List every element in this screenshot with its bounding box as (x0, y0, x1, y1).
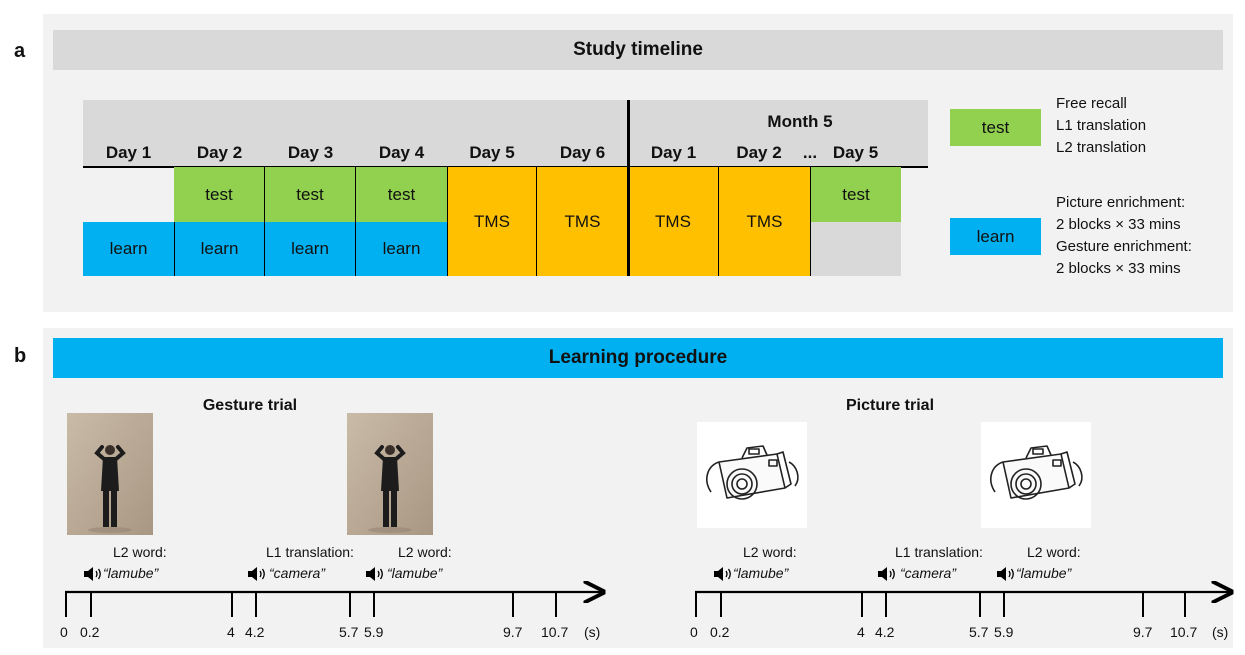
event-label: L2 word: (743, 544, 797, 560)
event-label: L1 translation: (895, 544, 983, 560)
tick-label: 10.7 (541, 624, 569, 640)
empty-cell (810, 222, 901, 276)
panel-a-title: Study timeline (573, 39, 703, 60)
month-divider-line (627, 100, 630, 276)
event-word: “camera” (900, 565, 957, 581)
tick-label: 4 (227, 624, 235, 640)
speaker-icon (996, 566, 1016, 582)
legend-line: Picture enrichment: (1056, 194, 1186, 211)
panel-a-letter: a (14, 40, 26, 62)
tms-cell: TMS (447, 167, 537, 276)
panel-a-title-bar: Study timeline (53, 30, 1223, 70)
tms-cell-label: TMS (564, 211, 601, 231)
learn-cell-label: learn (382, 239, 421, 258)
day-label: Day 2 (736, 143, 782, 162)
learn-cell: learn (174, 222, 265, 276)
tick-label: 5.7 (969, 624, 989, 640)
day-label: Day 1 (105, 143, 152, 162)
day-label: Day 2 (196, 143, 243, 162)
event-word: “camera” (269, 565, 326, 581)
test-cell-label: test (387, 184, 416, 204)
legend-test-description: Free recall L1 translation L2 translatio… (1056, 93, 1146, 159)
month-5-label: Month 5 (767, 112, 833, 131)
legend-learn-label: learn (976, 226, 1015, 246)
learn-cell-label: learn (291, 239, 329, 258)
speaker-icon (83, 566, 103, 582)
legend-line: L2 translation (1056, 139, 1147, 156)
event-word: “lamube” (103, 565, 159, 581)
legend-line: 2 blocks × 33 mins (1056, 260, 1181, 277)
time-unit-label: (s) (1212, 624, 1229, 640)
tms-cell-label: TMS (746, 211, 783, 231)
test-cell: test (356, 167, 447, 222)
day-label: Day 5 (832, 143, 879, 162)
tick-label: 0.2 (80, 624, 100, 640)
tms-cell: TMS (719, 167, 810, 276)
panel-b-letter: b (14, 345, 27, 367)
tms-cell: TMS (628, 167, 719, 276)
speaker-icon (365, 566, 385, 582)
gesture-photo (347, 413, 433, 535)
learn-cell: learn (83, 222, 174, 276)
day-label: Day 1 (650, 143, 697, 162)
test-cell-label: test (296, 184, 324, 204)
test-cell-label: test (205, 184, 233, 204)
gesture-trial-title: Gesture trial (202, 397, 298, 414)
panel-b-title: Learning procedure (548, 347, 728, 368)
event-word: “lamube” (1016, 565, 1072, 581)
legend-line: Free recall (1056, 95, 1127, 112)
legend-line: 2 blocks × 33 mins (1056, 216, 1181, 233)
tick-label: 9.7 (1133, 624, 1153, 640)
tick-label: 0.2 (710, 624, 730, 640)
camera-drawing (697, 422, 807, 528)
event-word: “lamube” (387, 565, 443, 581)
tick-label: 4.2 (875, 624, 895, 640)
tick-label: 4.2 (245, 624, 265, 640)
legend-learn-description: Picture enrichment: 2 blocks × 33 mins G… (1056, 192, 1192, 280)
tms-cell-label: TMS (655, 211, 691, 231)
test-cell-label: test (842, 184, 870, 204)
legend-test-box: test (950, 109, 1041, 146)
legend-line: L1 translation (1056, 117, 1147, 134)
camera-drawing (981, 422, 1091, 528)
test-cell: test (265, 167, 356, 222)
legend-learn-box: learn (950, 218, 1041, 255)
event-label: L1 translation: (266, 544, 354, 560)
event-word: “lamube” (733, 565, 789, 581)
tick-label: 0 (690, 624, 698, 640)
test-cell: test (174, 167, 265, 222)
timeline-header-band (83, 100, 928, 167)
time-unit-label: (s) (584, 624, 601, 640)
ellipsis-label: ... (802, 143, 818, 162)
learn-cell: learn (265, 222, 356, 276)
tms-cell-label: TMS (474, 211, 510, 231)
event-label: L2 word: (113, 544, 167, 560)
learn-cell: learn (356, 222, 447, 276)
picture-trial-title: Picture trial (845, 397, 935, 414)
day-label: Day 3 (287, 143, 334, 162)
tms-cell: TMS (537, 167, 628, 276)
legend-line: Gesture enrichment: (1056, 238, 1192, 255)
legend-test-label: test (981, 117, 1010, 137)
speaker-icon (713, 566, 733, 582)
tick-label: 4 (857, 624, 865, 640)
tick-label: 10.7 (1170, 624, 1198, 640)
day-label: Day 5 (469, 143, 515, 162)
day-label: Day 6 (559, 143, 606, 162)
tick-label: 5.7 (339, 624, 359, 640)
gesture-photo (67, 413, 153, 535)
tick-label: 9.7 (503, 624, 523, 640)
learn-cell-label: learn (200, 239, 239, 258)
day-label: Day 4 (378, 143, 425, 162)
learn-cell-label: learn (109, 239, 148, 258)
event-label: L2 word: (398, 544, 452, 560)
panel-b-title-bar: Learning procedure (53, 338, 1223, 378)
speaker-icon (247, 566, 267, 582)
test-cell: test (810, 167, 901, 222)
tick-label: 5.9 (994, 624, 1014, 640)
tick-label: 5.9 (364, 624, 384, 640)
tick-label: 0 (60, 624, 68, 640)
speaker-icon (877, 566, 897, 582)
event-label: L2 word: (1027, 544, 1081, 560)
